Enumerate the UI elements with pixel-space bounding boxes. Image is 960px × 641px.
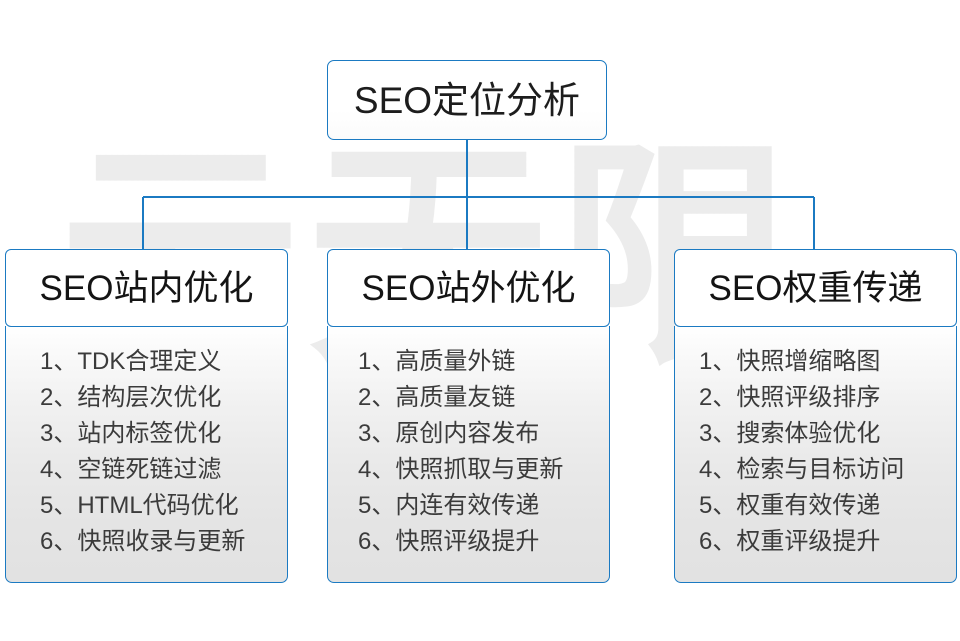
column-list: 1、高质量外链 2、高质量友链 3、原创内容发布 4、快照抓取与更新 5、内连有… xyxy=(328,344,609,560)
list-item: 3、原创内容发布 xyxy=(358,419,540,447)
root-node[interactable]: SEO定位分析 xyxy=(327,60,607,140)
list-item: 5、内连有效传递 xyxy=(358,491,540,519)
list-item: 2、快照评级排序 xyxy=(699,383,881,411)
list-item: 6、快照收录与更新 xyxy=(40,527,246,555)
list-item: 1、快照增缩略图 xyxy=(699,347,881,375)
column-title: SEO站内优化 xyxy=(39,268,254,308)
list-item: 3、站内标签优化 xyxy=(40,419,222,447)
list-item: 1、高质量外链 xyxy=(358,347,516,375)
column-header-seo-offsite[interactable]: SEO站外优化 xyxy=(327,249,610,327)
list-item: 1、TDK合理定义 xyxy=(40,347,222,375)
column-title: SEO权重传递 xyxy=(708,268,923,308)
list-item: 5、权重有效传递 xyxy=(699,491,881,519)
list-item: 6、权重评级提升 xyxy=(699,527,881,555)
list-item: 3、搜索体验优化 xyxy=(699,419,881,447)
list-item: 4、检索与目标访问 xyxy=(699,455,905,483)
list-item: 4、空链死链过滤 xyxy=(40,455,222,483)
column-title: SEO站外优化 xyxy=(361,268,576,308)
column-body-seo-weight: 1、快照增缩略图 2、快照评级排序 3、搜索体验优化 4、检索与目标访问 5、权… xyxy=(674,325,957,583)
root-node-title: SEO定位分析 xyxy=(353,79,581,121)
column-seo-offsite[interactable]: SEO站外优化 1、高质量外链 2、高质量友链 3、原创内容发布 4、快照抓取与… xyxy=(327,249,610,583)
column-seo-weight[interactable]: SEO权重传递 1、快照增缩略图 2、快照评级排序 3、搜索体验优化 4、检索与… xyxy=(674,249,957,583)
list-item: 2、结构层次优化 xyxy=(40,383,222,411)
column-header-seo-onsite[interactable]: SEO站内优化 xyxy=(5,249,288,327)
list-item: 4、快照抓取与更新 xyxy=(358,455,564,483)
column-body-seo-onsite: 1、TDK合理定义 2、结构层次优化 3、站内标签优化 4、空链死链过滤 5、H… xyxy=(5,325,288,583)
column-seo-onsite[interactable]: SEO站内优化 1、TDK合理定义 2、结构层次优化 3、站内标签优化 4、空链… xyxy=(5,249,288,583)
list-item: 2、高质量友链 xyxy=(358,383,516,411)
list-item: 6、快照评级提升 xyxy=(358,527,540,555)
column-header-seo-weight[interactable]: SEO权重传递 xyxy=(674,249,957,327)
column-body-seo-offsite: 1、高质量外链 2、高质量友链 3、原创内容发布 4、快照抓取与更新 5、内连有… xyxy=(327,325,610,583)
column-list: 1、快照增缩略图 2、快照评级排序 3、搜索体验优化 4、检索与目标访问 5、权… xyxy=(675,344,956,560)
column-list: 1、TDK合理定义 2、结构层次优化 3、站内标签优化 4、空链死链过滤 5、H… xyxy=(6,344,287,560)
list-item: 5、HTML代码优化 xyxy=(40,491,239,519)
